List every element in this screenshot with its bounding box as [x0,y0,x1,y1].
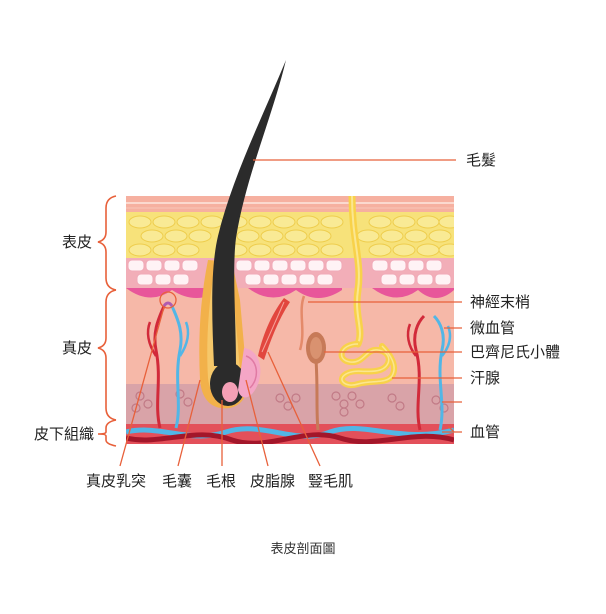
sebaceous-gland [238,348,261,398]
leader-lines [119,159,462,467]
label-epidermis: 表皮 [62,233,93,251]
label-blood-vessel: 血管 [470,423,501,441]
label-dermis: 真皮 [62,339,93,357]
vein [126,426,454,439]
skin-block [126,196,454,444]
label-sebaceous-gland: 皮脂腺 [250,472,296,490]
label-nerve-ending: 神經末梢 [470,293,531,311]
label-hair-root: 毛根 [206,472,237,490]
label-dermal-papilla: 真皮乳突 [86,472,147,490]
arrector-pili [258,298,290,360]
label-hair-follicle: 毛囊 [162,472,193,490]
label-subcutaneous: 皮下組織 [34,425,95,443]
diagram-caption: 表皮剖面圖 [270,542,336,557]
label-hair: 毛髮 [466,151,497,169]
subcutaneous-layer [126,384,454,424]
label-capillary: 微血管 [470,319,516,337]
artery [126,432,454,444]
layer-brackets [97,195,117,447]
hair-shaft [212,60,286,366]
label-sweat-gland: 汗腺 [470,369,501,387]
label-arrector-pili: 豎毛肌 [308,472,354,490]
label-pacinian-corpuscle: 巴齊尼氏小體 [470,343,561,361]
